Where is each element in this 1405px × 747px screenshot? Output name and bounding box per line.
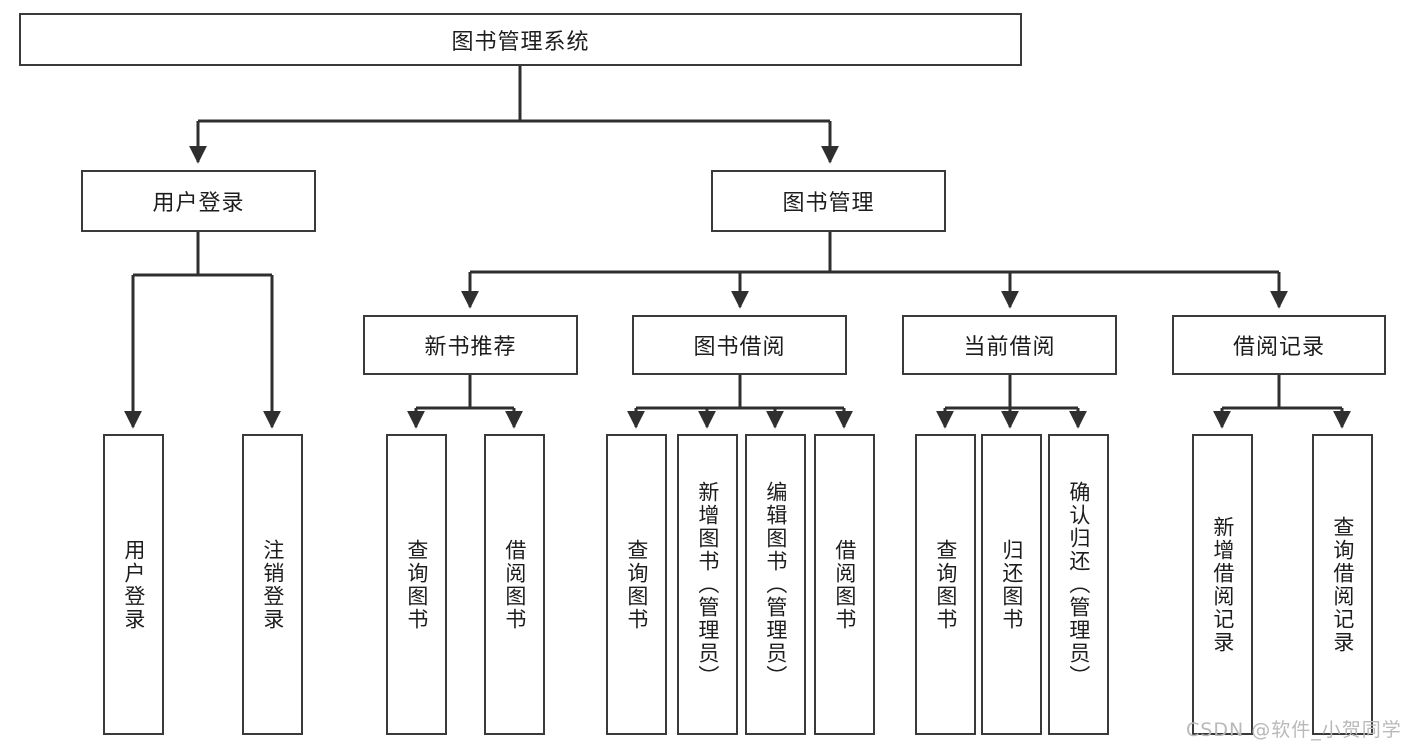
leaf-confirm-return-admin[interactable]: 确认归还（管理员） <box>1048 434 1109 735</box>
watermark: CSDN @软件_小贺同学 <box>1186 719 1402 741</box>
leaf-user-login[interactable]: 用户登录 <box>103 434 164 735</box>
node-book-borrow[interactable]: 图书借阅 <box>632 315 847 375</box>
leaf-add-book-admin-label: 新增图书（管理员） <box>695 481 720 688</box>
leaf-query-borrow-record[interactable]: 查询借阅记录 <box>1312 434 1373 735</box>
leaf-query-book-recommend[interactable]: 查询图书 <box>386 434 447 735</box>
leaf-return-book[interactable]: 归还图书 <box>981 434 1042 735</box>
node-current-borrow-label: 当前借阅 <box>963 335 1056 360</box>
node-borrow-records-label: 借阅记录 <box>1232 335 1325 360</box>
leaf-query-book-borrow[interactable]: 查询图书 <box>606 434 667 735</box>
leaf-borrow-book-recommend-label: 借阅图书 <box>502 538 527 631</box>
node-book-management[interactable]: 图书管理 <box>711 170 946 232</box>
leaf-edit-book-admin-label: 编辑图书（管理员） <box>763 481 788 688</box>
node-new-book-recommend-label: 新书推荐 <box>424 335 517 360</box>
leaf-borrow-book-recommend[interactable]: 借阅图书 <box>484 434 545 735</box>
leaf-borrow-book-label: 借阅图书 <box>832 538 857 631</box>
node-root[interactable]: 图书管理系统 <box>19 13 1022 66</box>
node-new-book-recommend[interactable]: 新书推荐 <box>363 315 578 375</box>
leaf-edit-book-admin[interactable]: 编辑图书（管理员） <box>745 434 806 735</box>
leaf-query-book-borrow-label: 查询图书 <box>624 538 649 631</box>
leaf-add-borrow-record[interactable]: 新增借阅记录 <box>1192 434 1253 735</box>
leaf-user-login-label: 用户登录 <box>121 538 146 631</box>
leaf-return-book-label: 归还图书 <box>999 538 1024 631</box>
leaf-query-book-current-label: 查询图书 <box>933 538 958 631</box>
leaf-logout-label: 注销登录 <box>260 538 285 631</box>
node-user-login[interactable]: 用户登录 <box>81 170 316 232</box>
node-user-login-label: 用户登录 <box>152 191 245 216</box>
node-current-borrow[interactable]: 当前借阅 <box>902 315 1117 375</box>
leaf-borrow-book[interactable]: 借阅图书 <box>814 434 875 735</box>
leaf-query-book-current[interactable]: 查询图书 <box>915 434 976 735</box>
node-book-management-label: 图书管理 <box>782 191 875 216</box>
node-root-label: 图书管理系统 <box>451 29 590 55</box>
leaf-add-borrow-record-label: 新增借阅记录 <box>1210 515 1235 654</box>
node-book-borrow-label: 图书借阅 <box>693 335 786 360</box>
leaf-query-book-recommend-label: 查询图书 <box>404 538 429 631</box>
leaf-logout[interactable]: 注销登录 <box>242 434 303 735</box>
leaf-add-book-admin[interactable]: 新增图书（管理员） <box>677 434 738 735</box>
leaf-query-borrow-record-label: 查询借阅记录 <box>1330 515 1355 654</box>
leaf-confirm-return-admin-label: 确认归还（管理员） <box>1066 481 1091 688</box>
node-borrow-records[interactable]: 借阅记录 <box>1172 315 1386 375</box>
